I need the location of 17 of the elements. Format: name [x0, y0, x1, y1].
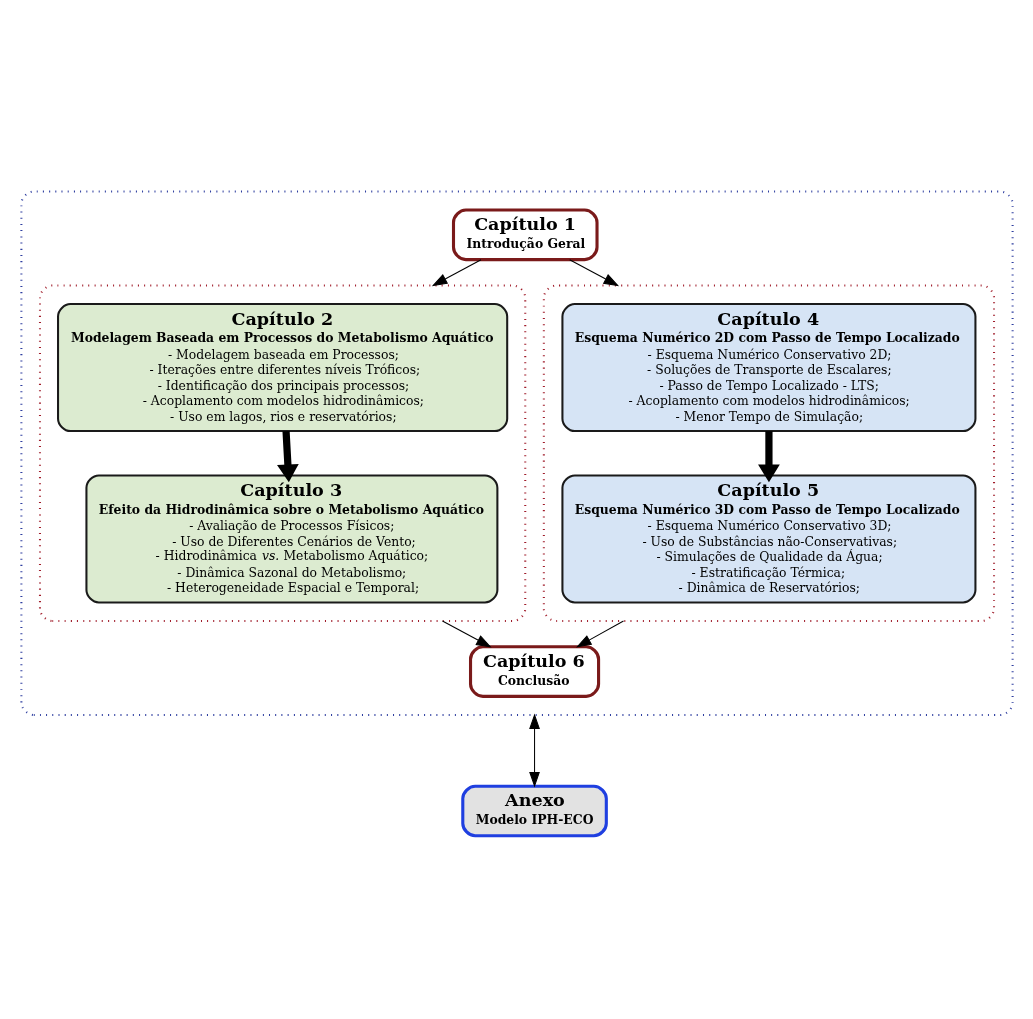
node-box: Capítulo 5 Esquema Numérico 3D com Passo de Tempo Localizado - Esquema Numérico Conservativo 3D; - Uso de Substâncias não-Conservativas; - Simulações de Qualidade da Água; - Estratificação Térmica; - Dinâmica de Reservatórios; — [560, 474, 976, 604]
arrow — [568, 259, 619, 287]
node-box: Anexo Modelo IPH-ECO — [460, 784, 608, 838]
arrow — [757, 431, 780, 483]
cluster — [19, 190, 1014, 716]
node-box: Capítulo 1 Introdução Geral — [451, 208, 599, 262]
arrow — [575, 620, 624, 648]
node-box: Capítulo 3 Efeito da Hidrodinâmica sobre o Metabolismo Aquático - Avaliação de Processos Físicos; - Uso de Diferentes Cenários de Vento; - Hidrodinâmica vs. Metabolismo Aquático; - Dinâmica Sazonal do Metabolismo; - Heterogeneidade Espacial e Temporal; — [84, 474, 498, 604]
arrow — [441, 620, 492, 648]
cluster — [38, 284, 526, 623]
node-box: Capítulo 2 Modelagem Baseada em Processos do Metabolismo Aquático - Modelagem baseada em Processos; - Iterações entre diferentes níveis Tróficos; - Identificação dos principais processos; - Acoplamento com modelos hidrodinâmicos; - Uso em lagos, rios e reservatórios; — [56, 303, 508, 433]
arrow — [431, 259, 482, 287]
arrow — [276, 430, 299, 483]
arrow — [528, 713, 540, 788]
node-box: Capítulo 6 Conclusão — [468, 645, 600, 698]
cluster — [542, 284, 995, 623]
node-box: Capítulo 4 Esquema Numérico 2D com Passo de Tempo Localizado - Esquema Numérico Conservativo 2D; - Soluções de Transporte de Escalares; - Passo de Tempo Localizado - LTS; - Acoplamento com modelos hidrodinâmicos; - Menor Tempo de Simulação; — [560, 303, 976, 433]
